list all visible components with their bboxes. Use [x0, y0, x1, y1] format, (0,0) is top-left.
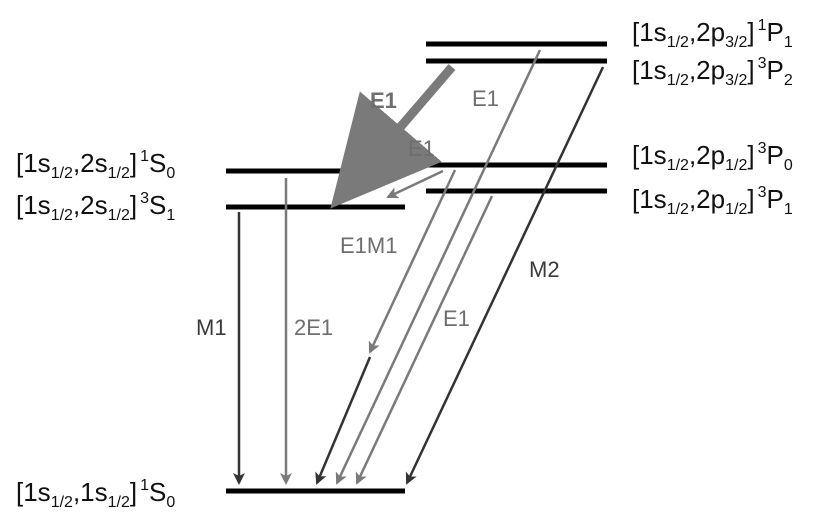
label-m2: M2 [529, 257, 560, 282]
arrow-e1m1-upper [368, 169, 457, 354]
arrow-e1m1-lower [315, 356, 372, 485]
label-m1: M1 [196, 315, 227, 340]
state-label-1s0: [1s1/2,2s1/2]1S0 [16, 148, 175, 182]
arrow-e1-1p1-ground [335, 49, 542, 485]
label-e1m1: E1M1 [340, 233, 397, 258]
arrow-e1-3p1-ground [355, 195, 494, 485]
label-e1-3p1: E1 [443, 306, 470, 331]
arrow-e1-bold [330, 64, 456, 209]
arrow-m2 [405, 66, 605, 485]
state-label-1p1: [1s1/2,2p3/2]1P1 [632, 17, 793, 51]
label-e1-bold: E1 [370, 88, 397, 113]
state-label-3s1: [1s1/2,2s1/2]3S1 [16, 190, 175, 224]
label-e1-3p0: E1 [408, 136, 435, 161]
state-label-ground: [1s1/2,1s1/2]1S0 [16, 477, 175, 511]
label-e1-1p1-ground: E1 [472, 86, 499, 111]
state-label-3p1: [1s1/2,2p1/2]3P1 [632, 184, 793, 218]
label-2e1: 2E1 [294, 315, 333, 340]
state-label-3p0: [1s1/2,2p1/2]3P0 [632, 140, 793, 174]
state-label-3p2: [1s1/2,2p3/2]3P2 [632, 55, 793, 89]
arrow-e1-3p0-3s1 [386, 169, 444, 199]
